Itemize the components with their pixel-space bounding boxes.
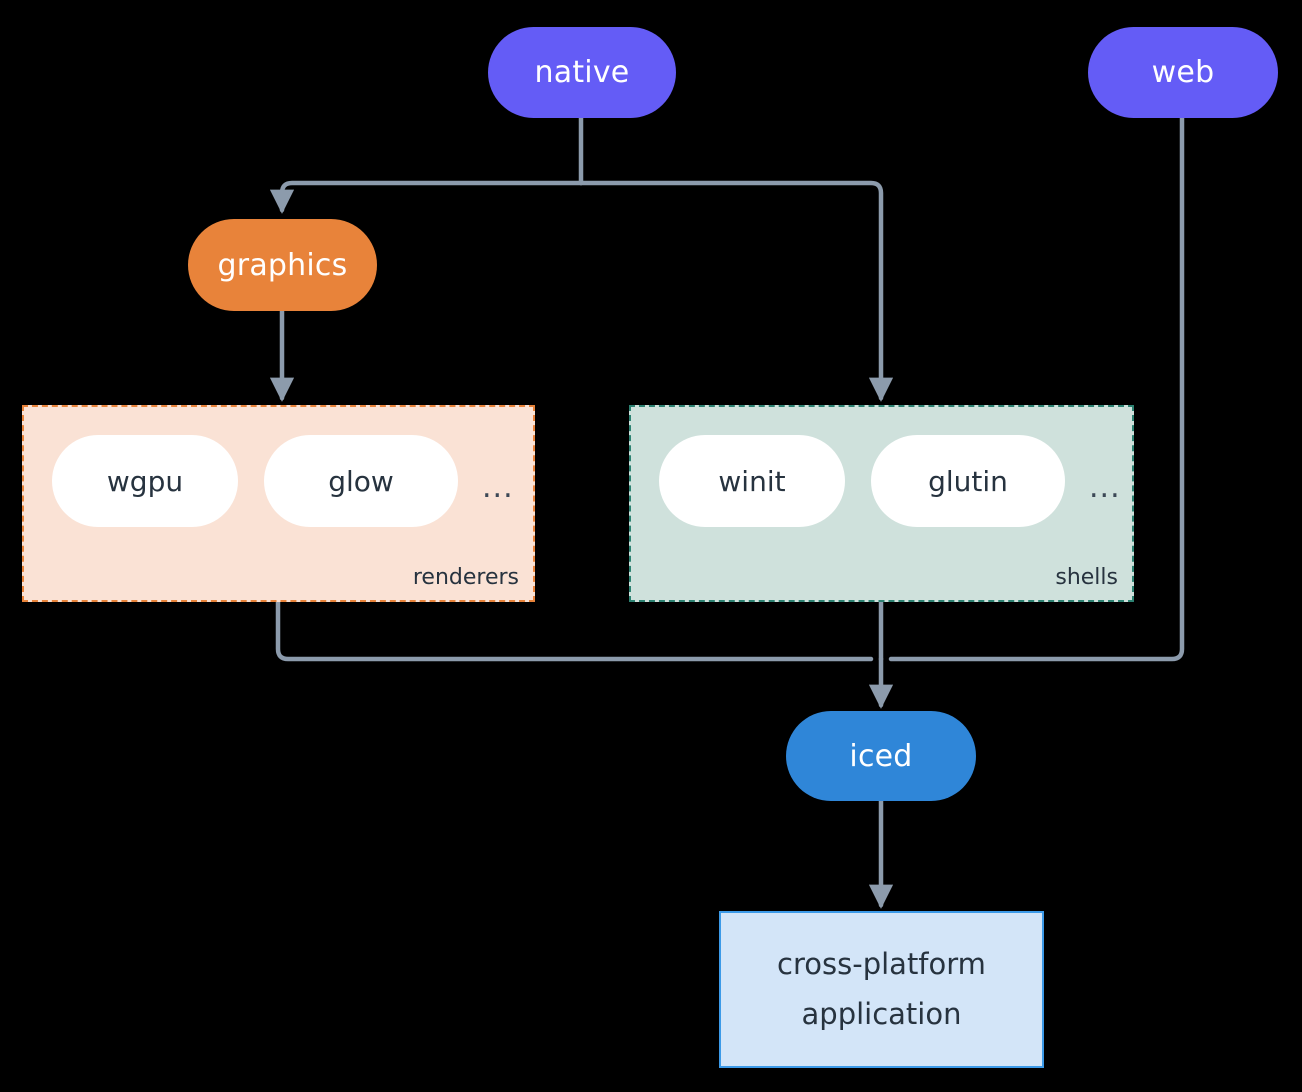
node-application[interactable]: cross-platform application bbox=[719, 911, 1044, 1068]
node-graphics-label: graphics bbox=[217, 247, 348, 283]
application-label-line2: application bbox=[801, 996, 962, 1031]
chip-wgpu-label: wgpu bbox=[106, 464, 184, 498]
chip-winit[interactable]: winit bbox=[659, 435, 845, 527]
chip-glow-label: glow bbox=[328, 464, 394, 498]
node-graphics[interactable]: graphics bbox=[188, 219, 377, 311]
node-native-label: native bbox=[534, 55, 630, 90]
group-renderers-label: renderers bbox=[412, 565, 519, 590]
chip-glutin[interactable]: glutin bbox=[871, 435, 1065, 527]
chip-glutin-label: glutin bbox=[928, 464, 1008, 498]
group-shells-label: shells bbox=[1055, 565, 1118, 590]
group-renderers: wgpu glow ... renderers bbox=[22, 405, 535, 602]
node-native[interactable]: native bbox=[488, 27, 676, 118]
edge-native-to-graphics bbox=[269, 180, 584, 214]
node-iced[interactable]: iced bbox=[786, 711, 976, 801]
chip-winit-label: winit bbox=[718, 464, 786, 498]
edge-native-to-shells bbox=[578, 180, 894, 402]
chip-wgpu[interactable]: wgpu bbox=[52, 435, 238, 527]
edge-renderers-to-iced bbox=[275, 599, 874, 662]
chip-glow[interactable]: glow bbox=[264, 435, 458, 527]
renderers-overflow-ellipsis: ... bbox=[482, 470, 514, 505]
group-shells: winit glutin ... shells bbox=[629, 405, 1134, 602]
node-iced-label: iced bbox=[849, 738, 913, 774]
node-web[interactable]: web bbox=[1088, 27, 1278, 118]
node-web-label: web bbox=[1151, 55, 1215, 90]
application-label-line1: cross-platform bbox=[777, 946, 986, 981]
shells-overflow-ellipsis: ... bbox=[1089, 470, 1121, 505]
